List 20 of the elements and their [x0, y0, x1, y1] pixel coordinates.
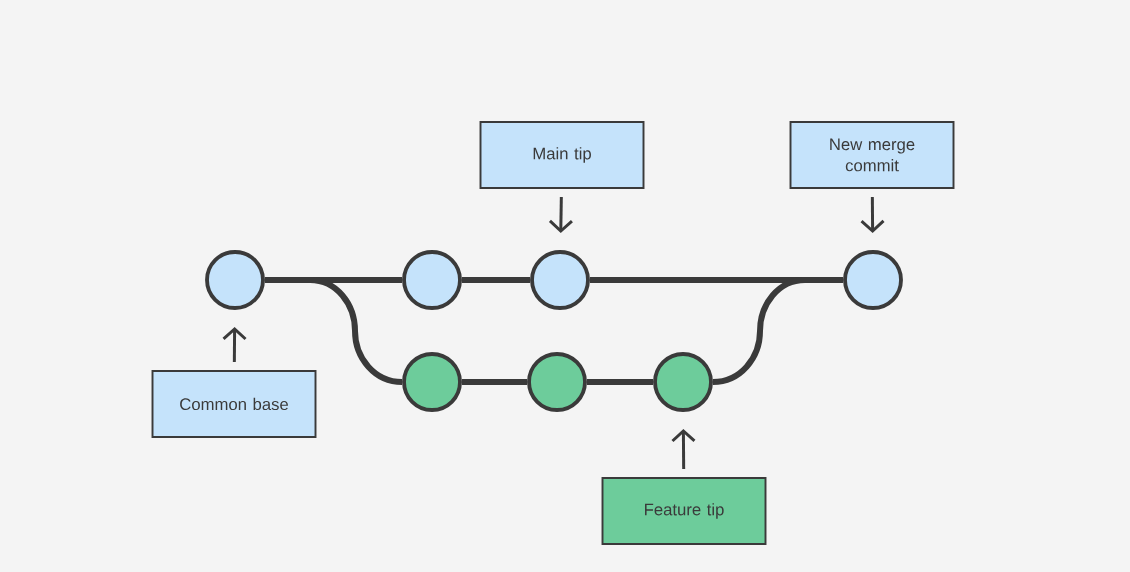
commit-circle	[527, 352, 587, 412]
commit-circle	[402, 250, 462, 310]
arrow	[548, 196, 573, 234]
branch-line	[461, 277, 531, 283]
label-box: Common base	[151, 370, 317, 438]
label-box: New merge commit	[789, 121, 955, 189]
commit-circle	[530, 250, 590, 310]
commit-circle	[653, 352, 713, 412]
commit-circle	[843, 250, 903, 310]
arrow	[222, 326, 247, 363]
branch-line	[264, 277, 403, 385]
branch-line	[586, 379, 654, 385]
label-box: Main tip	[479, 121, 645, 189]
arrow	[860, 196, 885, 234]
commit-circle	[205, 250, 265, 310]
commit-circle	[402, 352, 462, 412]
branch-line	[712, 277, 844, 385]
arrow	[671, 428, 696, 470]
label-box: Feature tip	[601, 477, 767, 545]
branch-line	[461, 379, 528, 385]
